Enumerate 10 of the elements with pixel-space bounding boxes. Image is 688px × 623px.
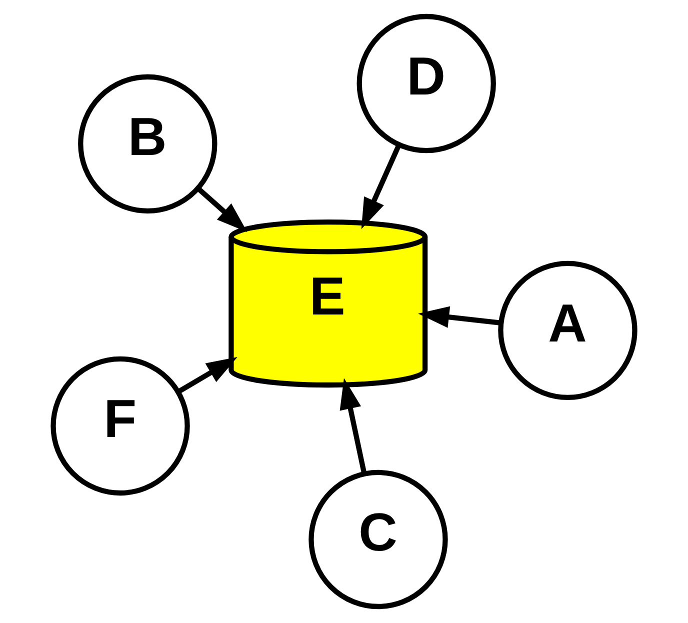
node-circle: D: [356, 14, 496, 154]
arrow: [176, 356, 238, 394]
arrow: [418, 306, 502, 328]
node-circle: F: [50, 356, 190, 496]
arrow: [196, 186, 248, 232]
node-circle: B: [78, 74, 218, 214]
node-circle: C: [308, 470, 448, 610]
arrow: [361, 144, 402, 230]
arrow: [340, 378, 367, 474]
node-circle: A: [498, 260, 638, 400]
